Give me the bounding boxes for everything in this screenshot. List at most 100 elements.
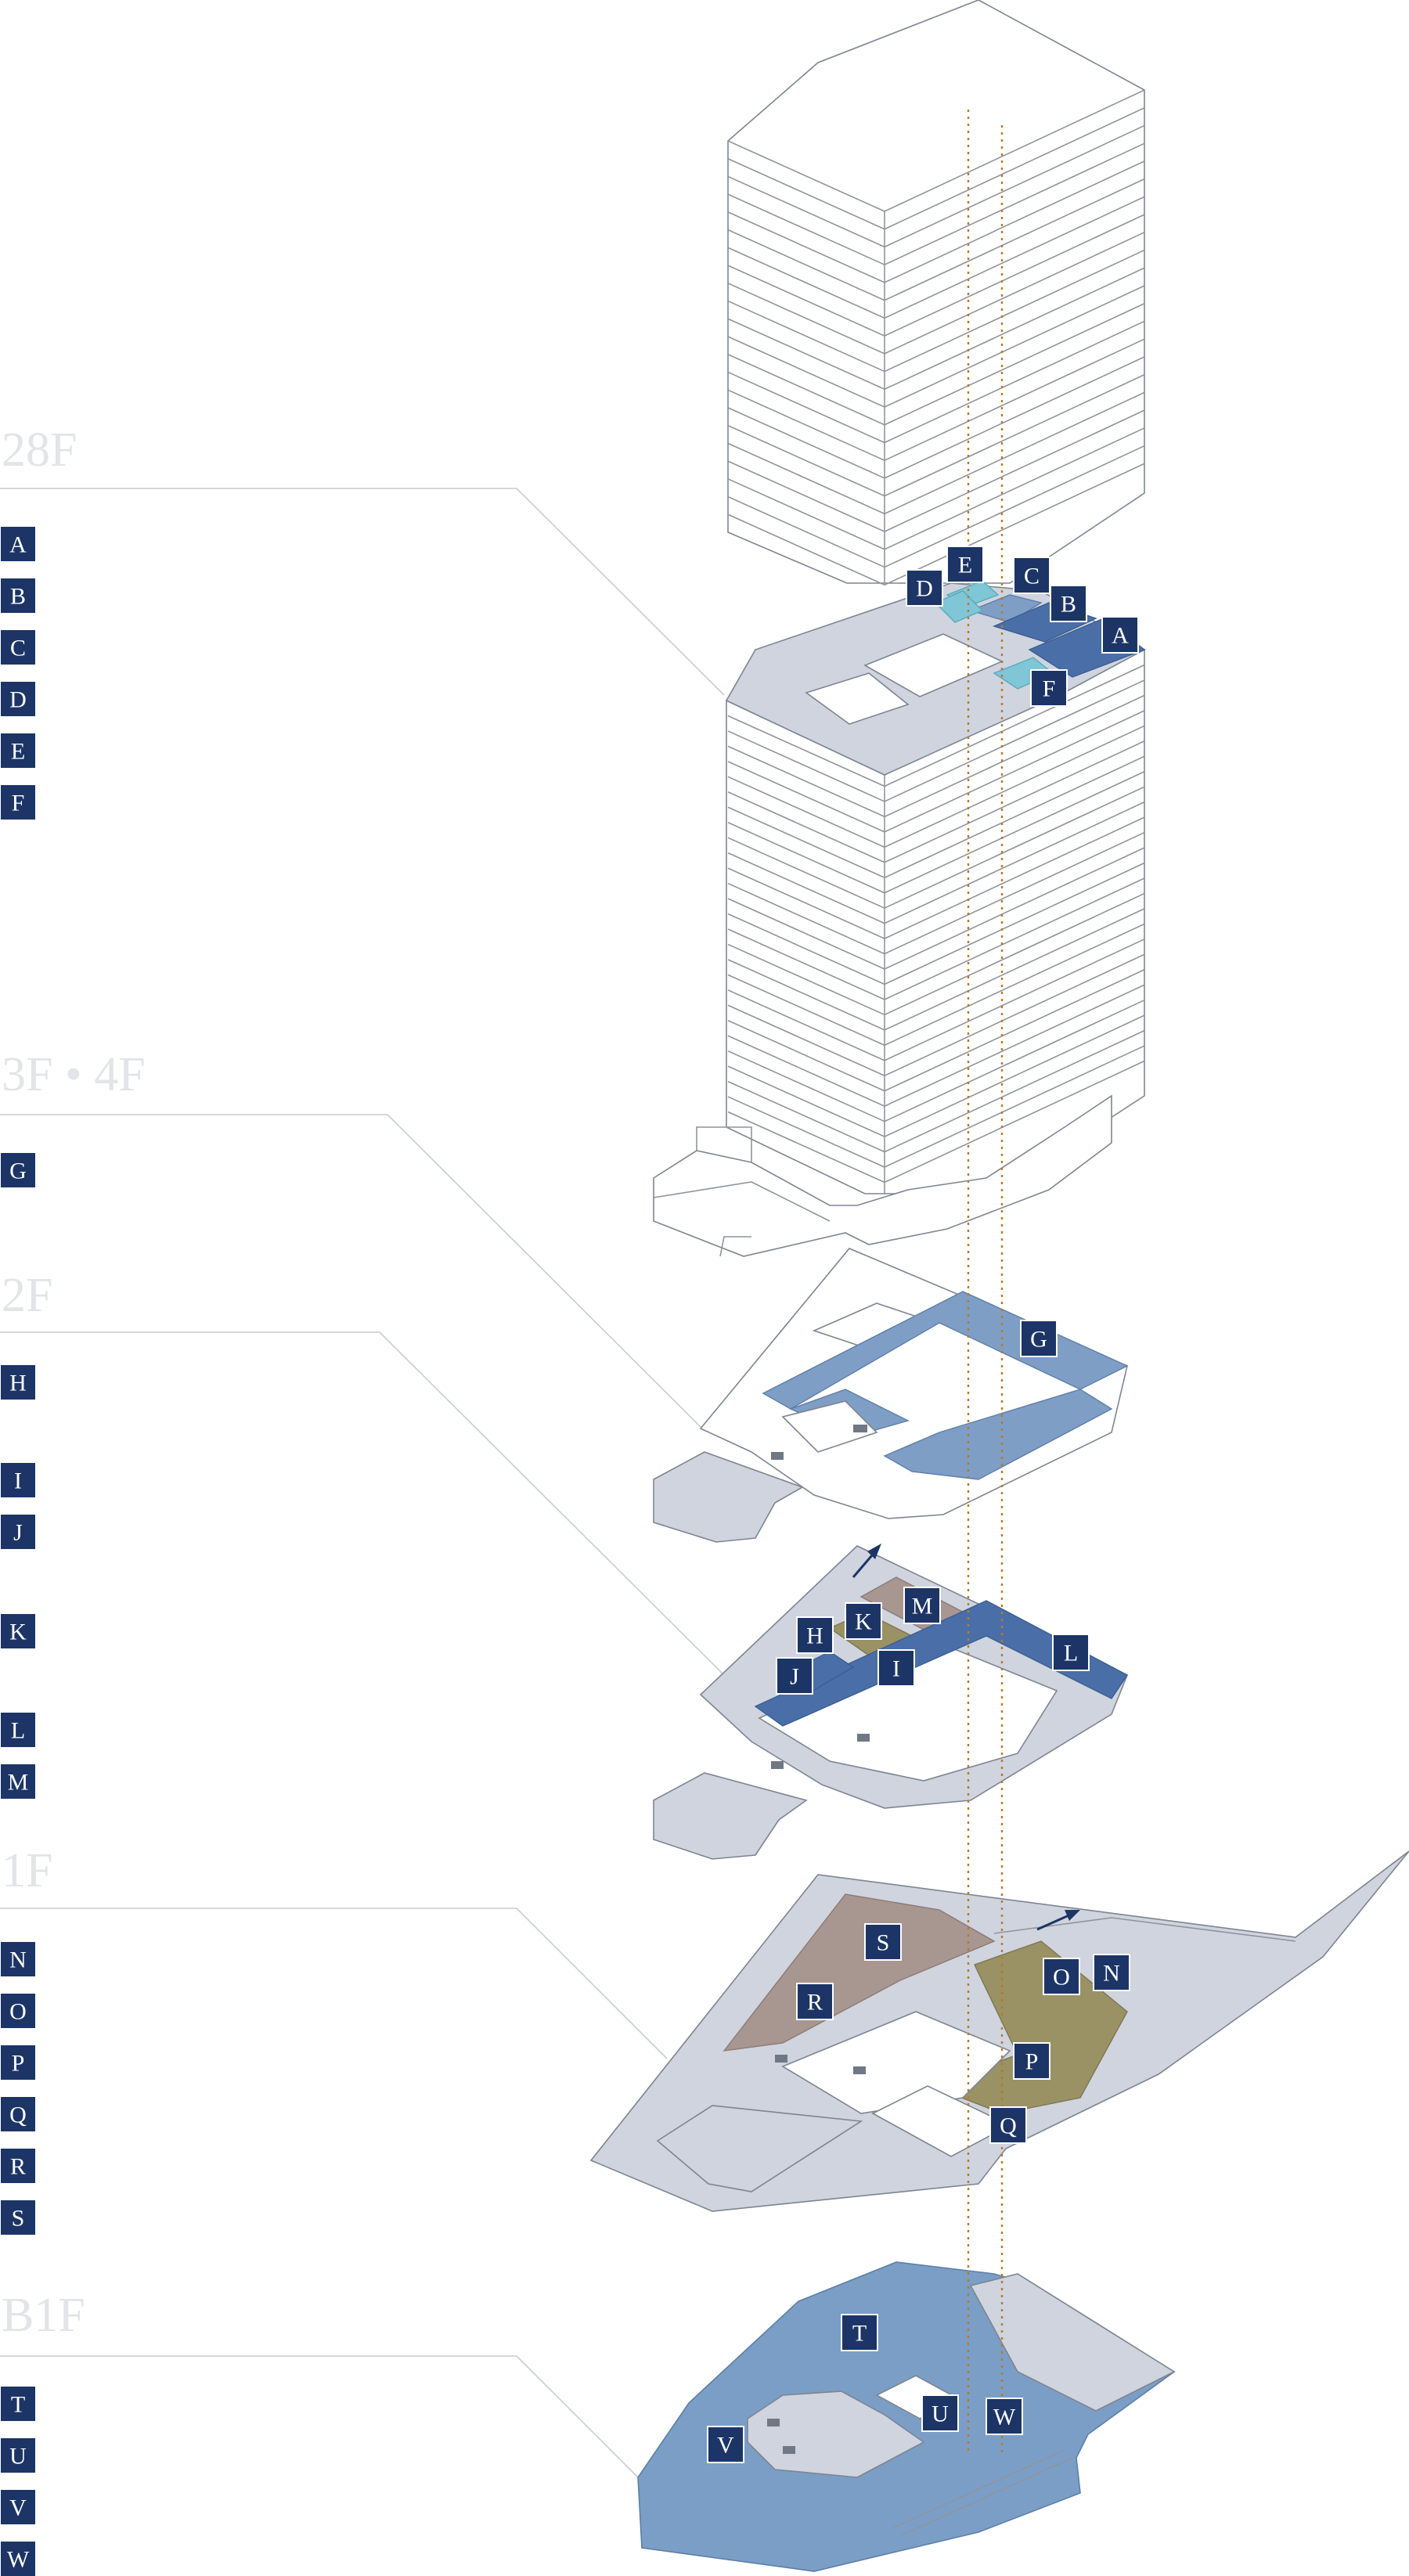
- lower-tower: [653, 648, 1145, 1257]
- badge-letter: U: [9, 2444, 27, 2470]
- legend-badge-b: B: [0, 577, 37, 614]
- legend-badge-e: E: [0, 732, 37, 769]
- badge-letter: R: [10, 2154, 26, 2180]
- badge-letter: C: [10, 636, 26, 661]
- badge-letter: K: [855, 1609, 872, 1635]
- badge-letter: N: [9, 1947, 27, 1973]
- badge-letter: A: [9, 532, 27, 558]
- badge-letter: V: [9, 2495, 27, 2521]
- floor-label-28f: 28F: [2, 423, 77, 477]
- map-badge-r: R: [796, 1983, 834, 2020]
- badge-letter: A: [1112, 623, 1129, 649]
- legend-badge-j: J: [0, 1513, 37, 1551]
- badge-letter: M: [912, 1594, 933, 1619]
- badge-letter: Q: [9, 2102, 27, 2128]
- leader-line-1f: [0, 1908, 668, 2059]
- leader-line-b1f: [0, 2355, 639, 2478]
- map-badge-b: B: [1050, 585, 1087, 622]
- legend-badge-c: C: [0, 629, 37, 666]
- map-badge-s: S: [864, 1923, 902, 1961]
- badge-letter: I: [892, 1656, 900, 1682]
- map-badge-f: F: [1030, 669, 1068, 707]
- legend-badge-o: O: [0, 1992, 37, 2030]
- badge-letter: V: [717, 2433, 734, 2459]
- leader-line-28f: [0, 488, 725, 696]
- badge-letter: L: [1064, 1641, 1078, 1666]
- floor-1f-plan: [589, 1850, 1409, 2212]
- badge-letter: O: [9, 1999, 27, 2025]
- floor-labels: 28F 3F • 4F 2F 1F B1F: [2, 423, 146, 2342]
- badge-letter: E: [958, 553, 972, 578]
- floor-label-1f: 1F: [2, 1844, 52, 1897]
- legend-badge-v: V: [0, 2488, 37, 2526]
- legend-badge-r: R: [0, 2147, 37, 2185]
- badge-letter: N: [1103, 1961, 1120, 1987]
- badge-letter: G: [1030, 1327, 1047, 1353]
- badge-letter: C: [1024, 564, 1040, 589]
- map-badge-a: A: [1101, 616, 1139, 654]
- map-badge-v: V: [707, 2426, 744, 2463]
- legend-badge-f: F: [0, 784, 37, 821]
- map-badge-h: H: [796, 1616, 834, 1654]
- badge-letter: G: [9, 1158, 27, 1184]
- legend-badge-w: W: [0, 2540, 37, 2576]
- map-badge-t: T: [841, 2314, 878, 2351]
- map-badge-p: P: [1013, 2042, 1050, 2080]
- legend-badge-k: K: [0, 1612, 37, 1650]
- legend-badge-i: I: [0, 1461, 37, 1499]
- badge-letter: J: [790, 1664, 799, 1690]
- map-badge-d: D: [906, 569, 943, 607]
- legend-badge-s: S: [0, 2199, 37, 2236]
- badge-letter: P: [1025, 2049, 1039, 2075]
- map-badge-n: N: [1093, 1954, 1130, 1991]
- north-arrow-icon: [1036, 1910, 1080, 1931]
- map-badge-i: I: [877, 1649, 915, 1687]
- badge-letter: K: [9, 1619, 27, 1645]
- badge-letter: W: [7, 2547, 30, 2573]
- badge-letter: U: [932, 2401, 949, 2427]
- badge-letter: J: [13, 1520, 23, 1546]
- badge-letter: T: [11, 2392, 25, 2418]
- badge-letter: D: [916, 576, 933, 602]
- floor-label-b1f: B1F: [2, 2289, 85, 2342]
- badge-letter: P: [12, 2051, 25, 2077]
- badge-letter: F: [1043, 676, 1056, 702]
- legend-badge-l: L: [0, 1711, 37, 1749]
- badge-letter: H: [9, 1371, 27, 1396]
- badge-letter: B: [1061, 592, 1076, 618]
- badge-letter: W: [993, 2405, 1016, 2430]
- badge-letter: E: [11, 739, 25, 765]
- map-badge-l: L: [1052, 1634, 1090, 1671]
- badge-letter: L: [11, 1718, 25, 1744]
- map-badge-k: K: [845, 1602, 882, 1640]
- badge-letter: T: [852, 2321, 867, 2347]
- north-arrow-icon: [852, 1544, 881, 1578]
- legend-badge-n: N: [0, 1940, 37, 1978]
- map-badge-c: C: [1013, 557, 1050, 594]
- leader-line-3f-4f: [0, 1114, 705, 1432]
- elevator-shafts: [967, 110, 1004, 2454]
- badge-letter: F: [12, 791, 25, 816]
- badge-letter: S: [12, 2206, 25, 2232]
- floor-label-2f: 2F: [2, 1269, 52, 1322]
- legend-badge-h: H: [0, 1364, 37, 1401]
- map-badge-q: Q: [989, 2106, 1027, 2144]
- map-badge-g: G: [1020, 1320, 1058, 1357]
- legend-badge-d: D: [0, 680, 37, 718]
- floor-3f-4f-plan: [653, 1248, 1129, 1543]
- leader-lines: [0, 488, 741, 2478]
- badge-letter: O: [1053, 1965, 1070, 1991]
- badge-letter: S: [877, 1930, 890, 1956]
- floor-2f-plan: [653, 1545, 1129, 1860]
- floor-label-3f-4f: 3F • 4F: [2, 1048, 146, 1101]
- legend-badge-q: Q: [0, 2095, 37, 2133]
- map-badge-w: W: [986, 2398, 1023, 2435]
- badge-letter: I: [14, 1468, 22, 1494]
- legend-badge-g: G: [0, 1151, 37, 1189]
- badge-letter: D: [9, 687, 27, 713]
- map-badge-o: O: [1043, 1958, 1080, 1995]
- badge-letter: B: [10, 584, 26, 610]
